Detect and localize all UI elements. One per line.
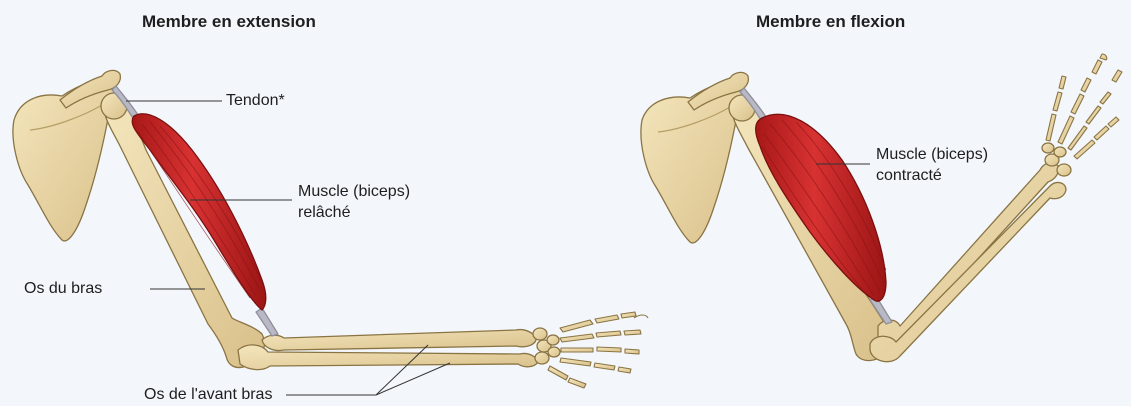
- label-muscle-contracted-line2: contracté: [876, 166, 942, 186]
- hand-bones: [548, 312, 648, 388]
- label-muscle-relaxed-line1: Muscle (biceps): [298, 182, 410, 202]
- leader-forearm-ulna: [376, 363, 450, 395]
- flexion-arm: [641, 54, 1122, 362]
- extension-title: Membre en extension: [142, 12, 316, 32]
- label-muscle-relaxed-line2: relâché: [298, 203, 350, 223]
- hand-bones-flex: [1046, 54, 1122, 159]
- radius-bone: [262, 330, 536, 351]
- flexion-title: Membre en flexion: [756, 12, 905, 32]
- label-tendon: Tendon*: [226, 91, 285, 111]
- label-muscle-contracted-line1: Muscle (biceps): [876, 145, 988, 165]
- label-forearm-bones: Os de l'avant bras: [144, 385, 272, 405]
- label-upper-arm-bone: Os du bras: [24, 279, 102, 299]
- radius-bone-flex: [878, 163, 1058, 344]
- extension-arm: [13, 70, 648, 388]
- wrist-bones: [533, 328, 560, 364]
